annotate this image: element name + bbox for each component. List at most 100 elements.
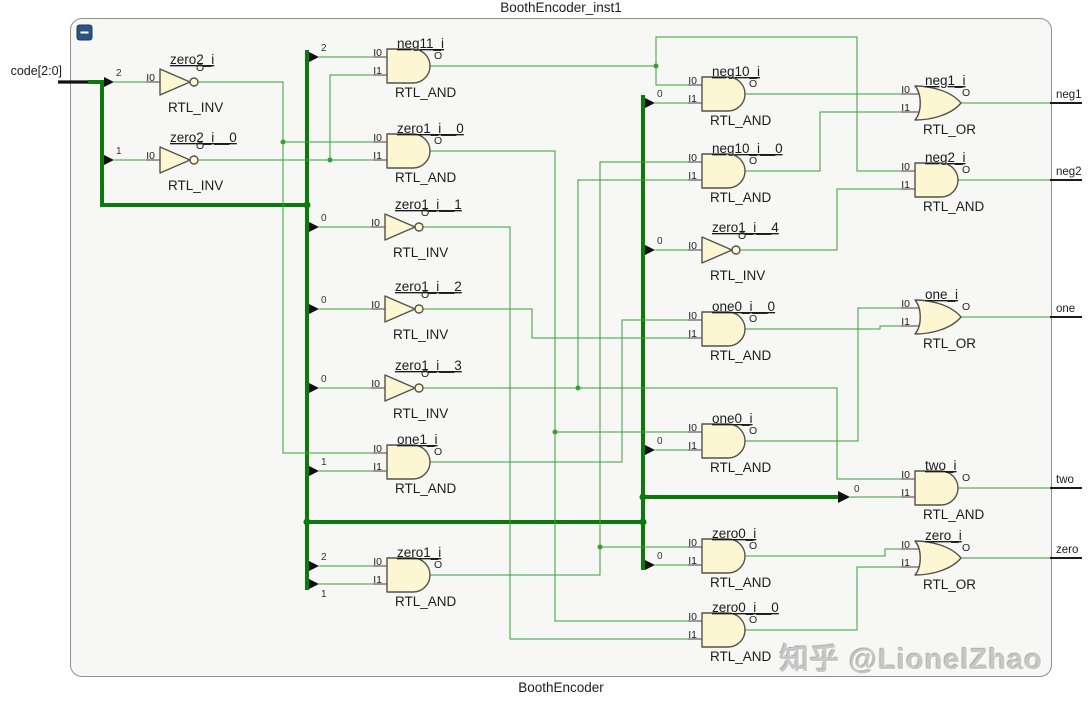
gate-type-label: RTL_AND [710,348,772,363]
gate-neg10_i__0[interactable]: neg10_i__0 RTL_AND I0 I1 O [688,141,782,205]
gate-zero2_i[interactable]: zero2_i RTL_INV I0 O [146,52,223,115]
pin-o: O [434,50,442,62]
gate-one0_i__0[interactable]: one0_i__0 RTL_AND I0 I1 O [688,299,775,363]
pin-o: O [962,164,970,176]
pin-i0: I0 [688,611,697,623]
gate-type-label: RTL_AND [923,507,985,522]
tap-bit-label: 2 [321,43,327,54]
pin-i0: I0 [688,422,697,434]
pin-i0: I0 [146,150,155,162]
gate-neg1_i[interactable]: neg1_i RTL_OR I0 I1 O [901,73,976,137]
output-port-one[interactable]: one [1056,303,1075,315]
gate-type-label: RTL_AND [710,113,772,128]
pin-i1: I1 [901,102,910,114]
pin-i0: I0 [371,378,380,390]
gate-name-label: two_i [925,458,957,473]
gate-one0_i[interactable]: one0_i RTL_AND I0 I1 O [688,411,771,475]
gate-name-label: neg10_i [712,64,760,79]
pin-o: O [434,559,442,571]
pin-i0: I0 [373,556,382,568]
tap-bit-label: 0 [657,436,663,447]
gate-type-label: RTL_OR [923,336,976,351]
pin-i1: I1 [688,93,697,105]
gate-name-label: neg11_i [397,36,444,51]
gate-two_i[interactable]: two_i RTL_AND I0 I1 O [901,458,984,522]
gate-neg2_i[interactable]: neg2_i RTL_AND I0 I1 O [901,150,984,214]
gate-type-label: RTL_AND [395,170,457,185]
watermark: 知乎 @LionelZhao [780,644,1043,676]
gate-zero1_i__4[interactable]: zero1_i__4 RTL_INV I0 O [688,220,779,283]
gate-name-label: zero1_i__1 [395,197,462,212]
pin-o: O [749,540,757,552]
pin-stubs [146,56,919,640]
tap-bit-label: 1 [321,589,327,600]
output-port-stubs[interactable] [1050,101,1082,560]
pin-o: O [738,230,746,242]
pin-o: O [962,472,970,484]
pin-i1: I1 [901,316,910,328]
output-port-neg1[interactable]: neg1 [1056,89,1082,101]
pin-o: O [421,368,429,380]
net-wires[interactable] [114,36,1050,640]
pin-i1: I1 [373,574,382,586]
pin-o: O [749,155,757,167]
gate-one1_i[interactable]: one1_i RTL_AND I0 I1 O [373,432,456,496]
gate-name-label: zero0_i [712,526,756,541]
gate-zero_i[interactable]: zero_i RTL_OR I0 I1 O [901,528,976,592]
pin-i0: I0 [901,469,910,481]
pin-i0: I0 [146,72,155,84]
gate-zero1_i__0[interactable]: zero1_i__0 RTL_AND I0 I1 O [373,121,464,185]
pin-i1: I1 [373,461,382,473]
pin-i0: I0 [688,240,697,252]
output-port-two[interactable]: two [1056,474,1074,486]
module-title: BoothEncoder [518,680,604,695]
tap-bit-label: 2 [321,552,327,563]
gate-name-label: zero_i [925,528,962,543]
gate-name-label: one1_i [397,432,438,447]
output-port-neg2[interactable]: neg2 [1056,166,1082,178]
gate-zero2_i__0[interactable]: zero2_i__0 RTL_INV I0 O [146,130,237,193]
gate-name-label: neg2_i [925,150,966,165]
gate-name-label: neg10_i__0 [712,141,783,156]
pin-o: O [749,614,757,626]
collapse-button[interactable] [76,24,93,41]
gate-zero1_i__1[interactable]: zero1_i__1 RTL_INV I0 O [371,197,462,260]
gate-neg11_i[interactable]: neg11_i RTL_AND I0 I1 O [373,36,456,100]
pin-o: O [421,207,429,219]
pin-i0: I0 [373,443,382,455]
gate-name-label: one0_i__0 [712,299,775,314]
tap-bit-label: 0 [321,295,327,306]
gate-zero1_i__2[interactable]: zero1_i__2 RTL_INV I0 O [371,279,462,342]
tap-bit-label: 0 [321,213,327,224]
pin-i0: I0 [373,47,382,59]
pin-i1: I1 [901,487,910,499]
input-port-code[interactable]: code[2:0] [11,64,62,78]
pin-i0: I0 [688,310,697,322]
pin-i1: I1 [688,328,697,340]
code-bus[interactable] [88,50,850,590]
gate-neg10_i[interactable]: neg10_i RTL_AND I0 I1 O [688,64,771,128]
gate-name-label: one0_i [712,411,753,426]
pin-i0: I0 [901,539,910,551]
gate-zero1_i[interactable]: zero1_i RTL_AND I0 I1 O [373,545,456,609]
gate-type-label: RTL_AND [923,199,985,214]
gate-zero0_i[interactable]: zero0_i RTL_AND I0 I1 O [688,526,771,590]
gate-type-label: RTL_AND [395,85,457,100]
gate-zero1_i__3[interactable]: zero1_i__3 RTL_INV I0 O [371,358,462,421]
pin-i0: I0 [371,217,380,229]
pin-i1: I1 [688,555,697,567]
tap-bit-label: 0 [854,484,860,495]
pin-o: O [196,62,204,74]
pin-i1: I1 [373,150,382,162]
tap-bit-label: 2 [116,68,122,79]
pin-i1: I1 [373,65,382,77]
gate-one_i[interactable]: one_i RTL_OR I0 I1 O [901,287,976,351]
gate-type-label: RTL_AND [395,481,457,496]
gate-zero0_i__0[interactable]: zero0_i__0 RTL_AND I0 I1 O [688,600,779,664]
gate-name-label: zero1_i__0 [397,121,464,136]
gate-type-label: RTL_INV [168,178,223,193]
gate-type-label: RTL_INV [168,100,223,115]
output-port-zero[interactable]: zero [1056,544,1078,556]
pin-i1: I1 [901,179,910,191]
